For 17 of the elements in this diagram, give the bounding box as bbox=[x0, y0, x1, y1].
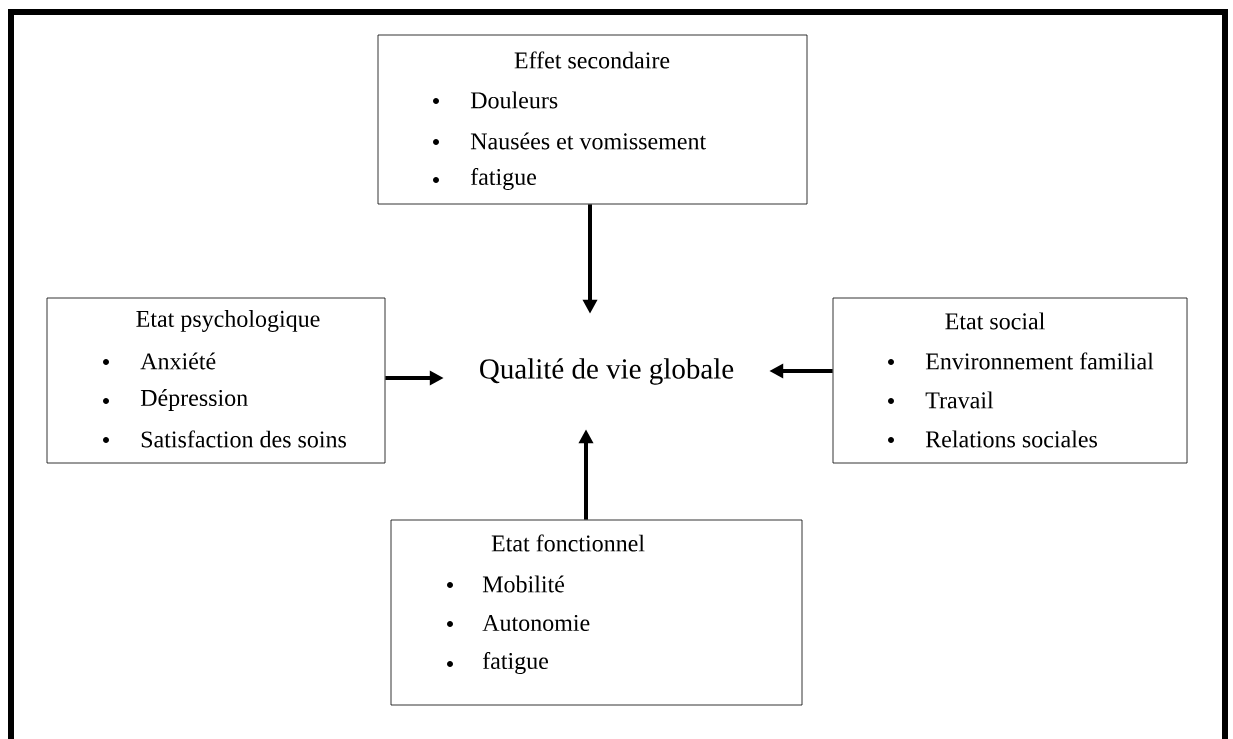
list-item: Autonomie bbox=[482, 614, 590, 632]
list-item: Travail bbox=[925, 391, 994, 409]
list-item: Nausées et vomissement bbox=[470, 132, 707, 150]
list-item: fatigue bbox=[470, 167, 536, 191]
box-heading: Etat fonctionnel bbox=[491, 534, 645, 552]
list-item: Environnement familial bbox=[925, 352, 1154, 370]
box-heading: Etat psychologique bbox=[136, 310, 320, 332]
list-item: Douleurs bbox=[470, 91, 558, 109]
box-heading: Etat social bbox=[945, 312, 1045, 330]
list-item: Relations sociales bbox=[925, 430, 1097, 448]
box-heading: Effet secondaire bbox=[514, 51, 670, 69]
list-item: fatigue bbox=[482, 652, 548, 675]
list-item: Anxiété bbox=[140, 352, 216, 370]
list-item: Satisfaction des soins bbox=[141, 430, 346, 448]
list-item: Dépression bbox=[140, 389, 248, 411]
center-label: Qualité de vie globale bbox=[480, 358, 734, 385]
list-item: Mobilité bbox=[482, 575, 565, 593]
